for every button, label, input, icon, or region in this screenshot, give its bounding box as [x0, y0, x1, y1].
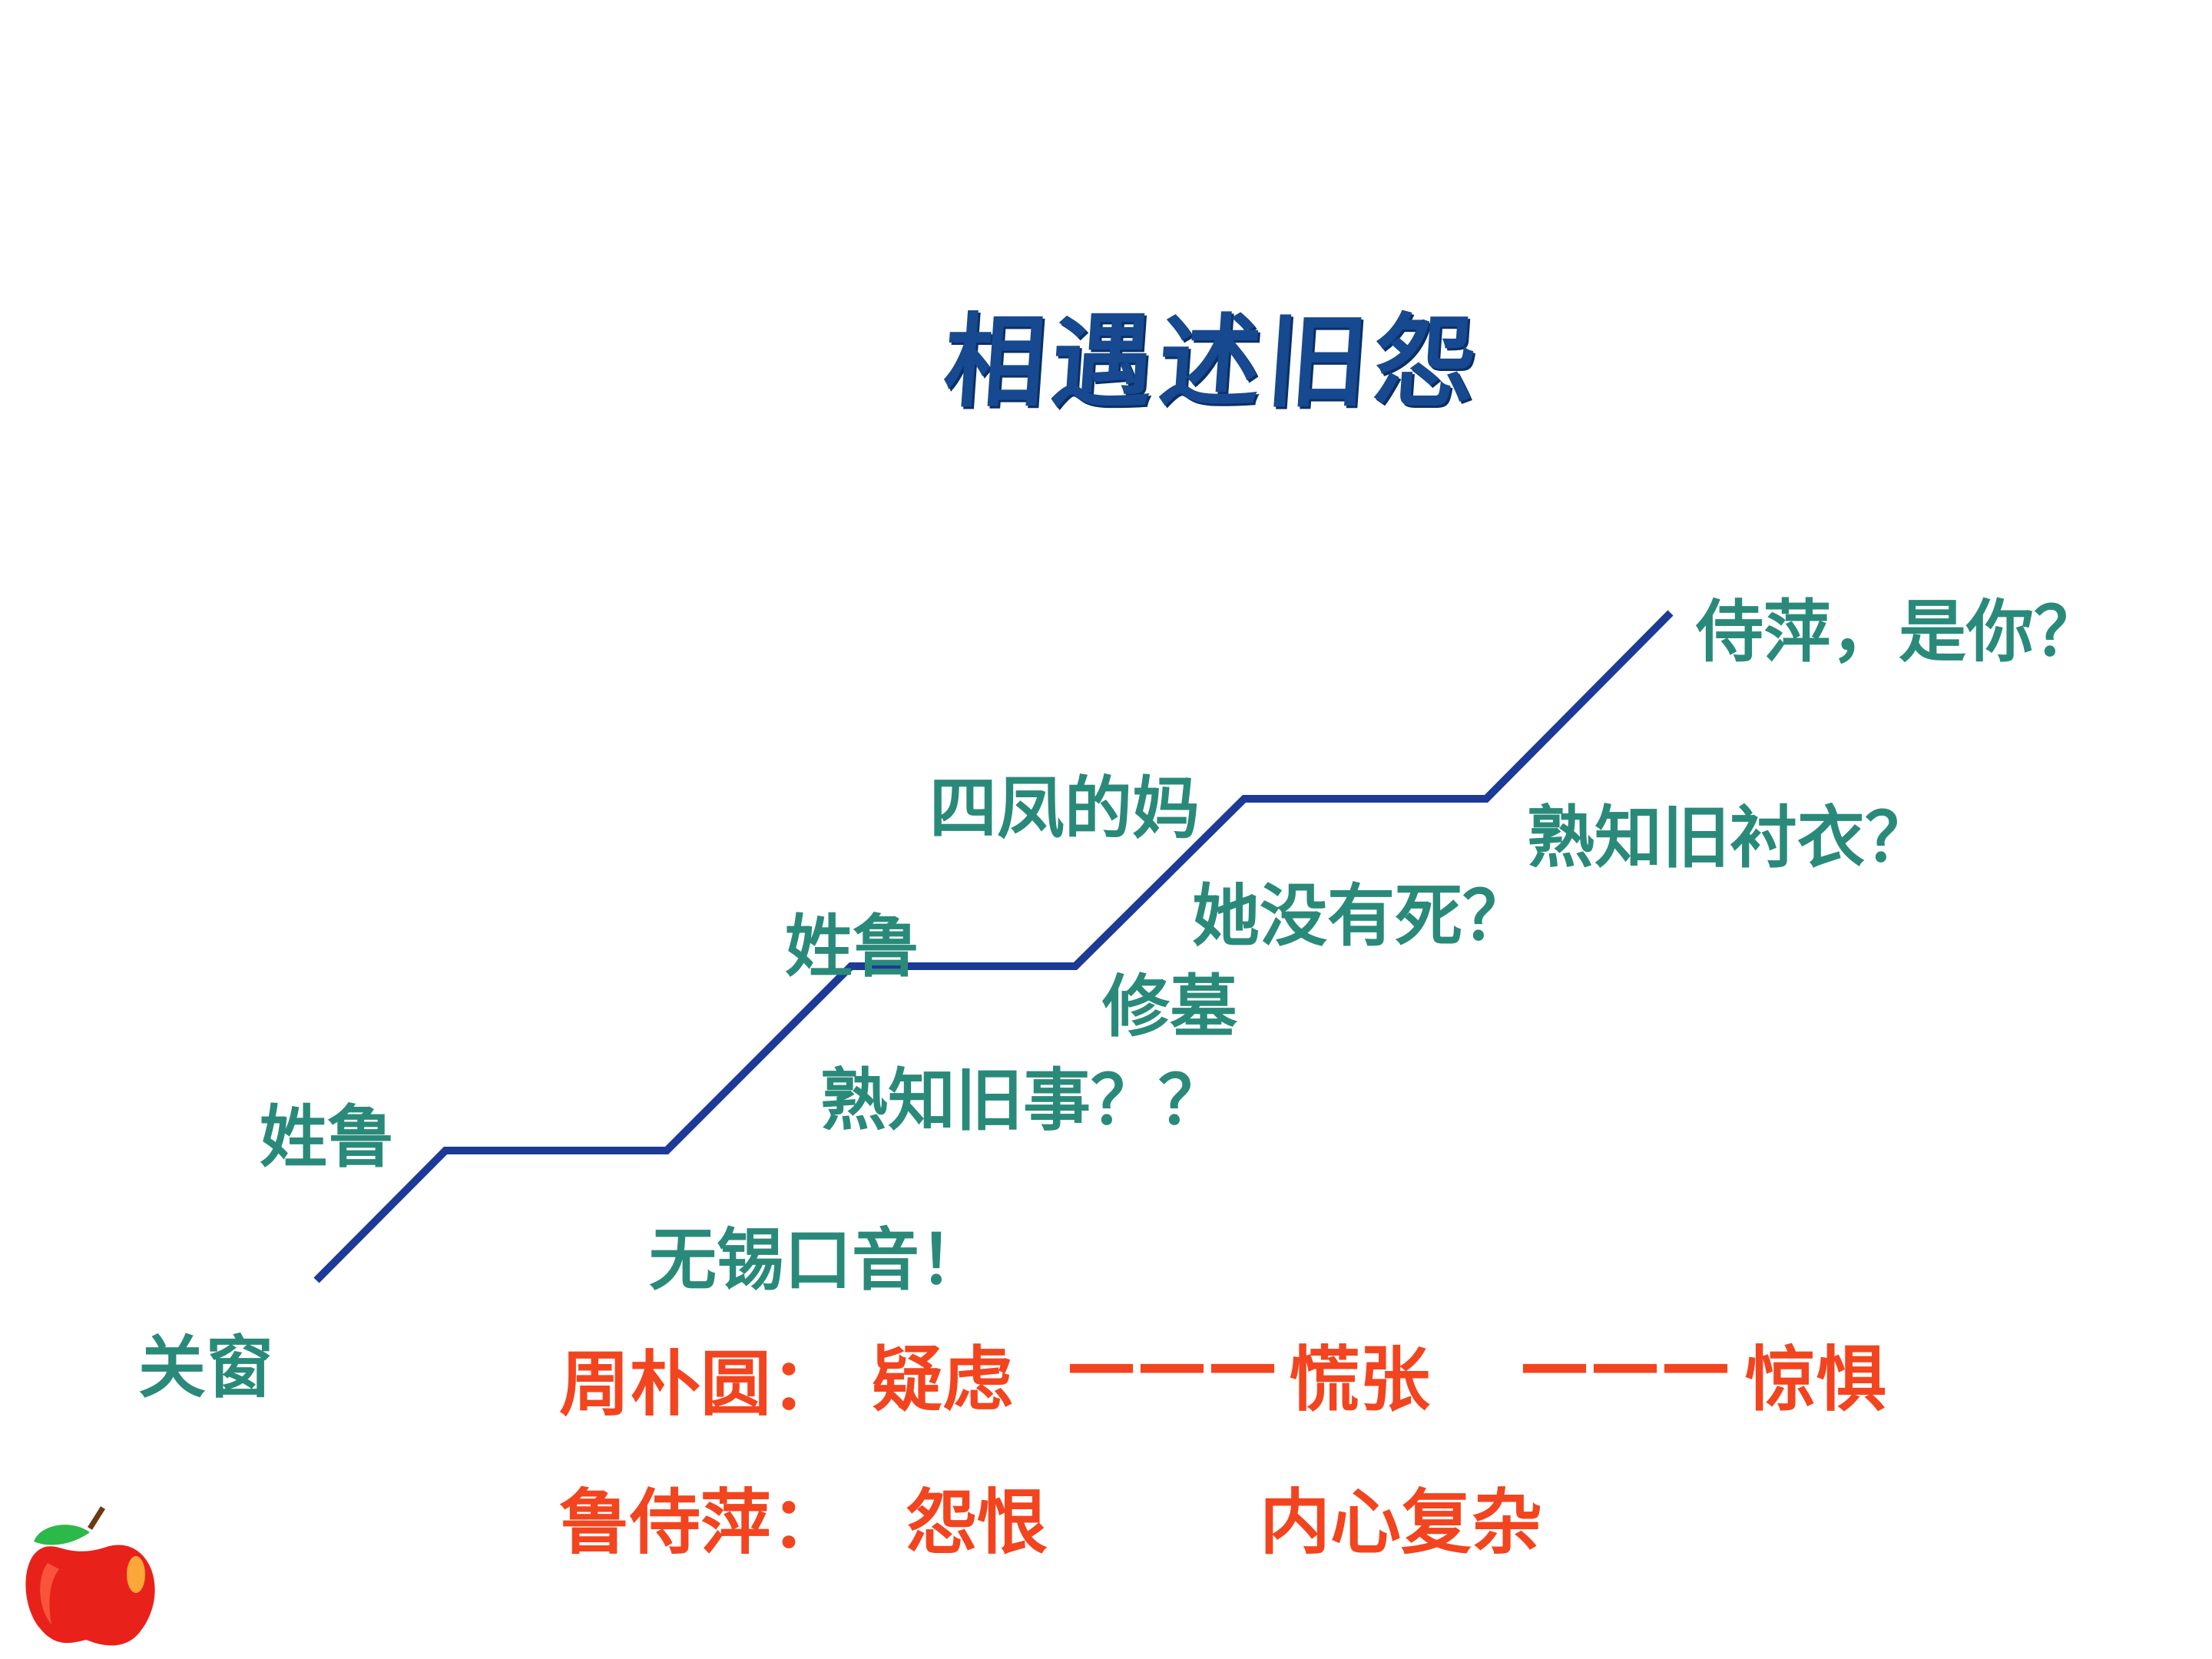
zhou-dash-2: ——— [1519, 1323, 1731, 1405]
label-shiping-is-you: 侍萍，是你？ [1696, 592, 2102, 671]
label-close-window: 关窗 [138, 1328, 274, 1407]
label-knows-old-affairs: 熟知旧事？？ [820, 1061, 1227, 1140]
label-repair-tomb: 修墓 [1102, 967, 1238, 1046]
label-surname-lu-2: 姓鲁 [785, 907, 921, 986]
label-surname-lu-1: 姓鲁 [260, 1098, 396, 1177]
label-sifeng-mother: 四凤的妈 [929, 769, 1200, 848]
staircase-path [313, 610, 1674, 1283]
lu-emotion-resentment: 怨恨 [906, 1482, 1048, 1564]
zhou-emotion-panic: 慌张 [1289, 1339, 1431, 1421]
lu-emotion-complex: 内心复杂 [1260, 1482, 1543, 1564]
zhou-name: 周朴圆： [559, 1343, 843, 1426]
label-knows-old-shirt: 熟知旧衬衣？ [1527, 798, 1933, 877]
label-she-not-dead: 她没有死？ [1192, 876, 1531, 955]
zhou-emotion-doubt: 疑虑 [872, 1339, 1014, 1421]
zhou-emotion-fear: 惊惧 [1745, 1339, 1887, 1421]
label-wuxi-accent: 无锡口音！ [649, 1220, 988, 1300]
apple-icon [25, 1506, 155, 1646]
lu-name: 鲁侍萍： [559, 1482, 843, 1564]
zhou-dash-1: ——— [1066, 1323, 1278, 1405]
